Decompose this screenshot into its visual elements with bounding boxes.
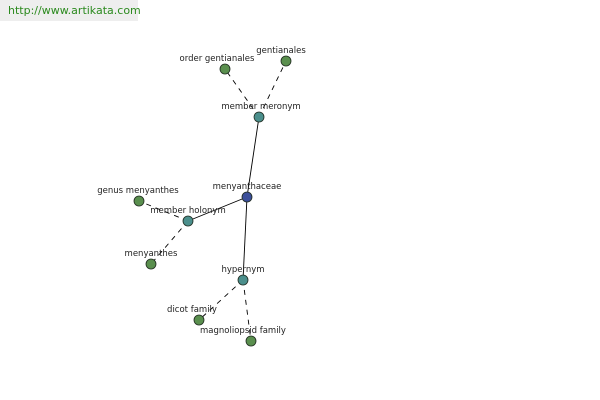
node-label-member-holonym: member holonym xyxy=(150,206,225,216)
node-order-gentianales[interactable] xyxy=(219,63,231,75)
node-menyanthaceae[interactable] xyxy=(241,191,253,203)
node-magnoliopsid-family[interactable] xyxy=(245,335,257,347)
edge-hypernym-to-magnoliopsid-family xyxy=(242,279,252,342)
node-hypernym[interactable] xyxy=(237,274,249,286)
node-label-member-meronym: member meronym xyxy=(221,102,300,112)
edge-member-meronym-to-gentianales xyxy=(258,60,287,118)
nodes-layer xyxy=(133,55,292,347)
edges-layer xyxy=(138,60,287,342)
node-label-menyanthaceae: menyanthaceae xyxy=(213,182,282,192)
node-label-gentianales: gentianales xyxy=(256,46,306,56)
edge-menyanthaceae-to-member-holonym xyxy=(187,196,248,222)
url-banner: http://www.artikata.com xyxy=(0,0,141,21)
node-dicot-family[interactable] xyxy=(193,314,205,326)
edge-member-holonym-to-genus-menyanthes xyxy=(138,200,189,222)
node-label-hypernym: hypernym xyxy=(221,265,264,275)
node-member-meronym[interactable] xyxy=(253,111,265,123)
labels-layer: menyanthaceae member meronym member holony… xyxy=(97,46,306,336)
edge-menyanthaceae-to-hypernym xyxy=(242,196,248,281)
site-url-link[interactable]: http://www.artikata.com xyxy=(8,4,141,17)
node-genus-menyanthes[interactable] xyxy=(133,195,145,207)
node-label-genus-menyanthes: genus menyanthes xyxy=(97,186,179,196)
node-label-magnoliopsid-family: magnoliopsid family xyxy=(200,326,286,336)
edge-menyanthaceae-to-member-meronym xyxy=(246,116,260,198)
node-label-order-gentianales: order gentianales xyxy=(180,54,255,64)
node-label-menyanthes: menyanthes xyxy=(125,249,178,259)
node-label-dicot-family: dicot family xyxy=(167,305,217,315)
node-menyanthes[interactable] xyxy=(145,258,157,270)
node-member-holonym[interactable] xyxy=(182,215,194,227)
node-gentianales[interactable] xyxy=(280,55,292,67)
